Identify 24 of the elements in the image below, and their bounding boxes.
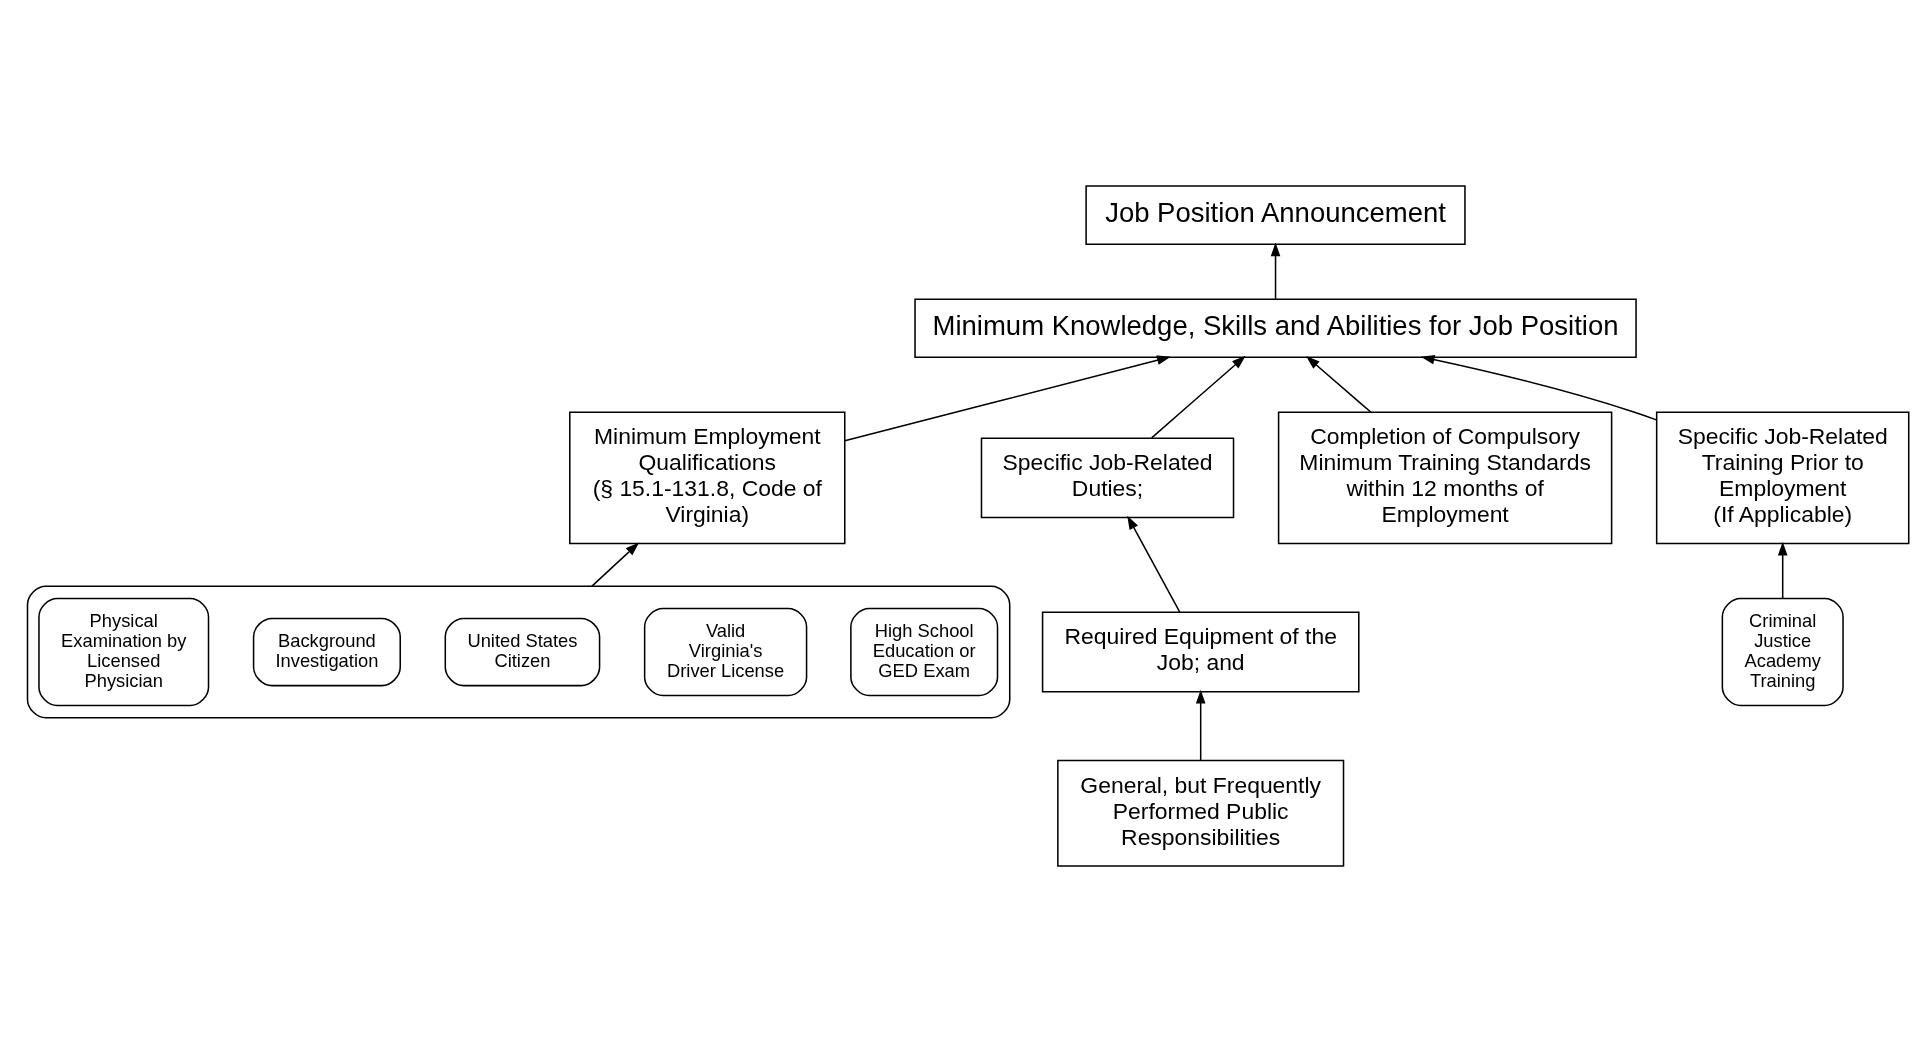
arrow — [1270, 242, 1281, 300]
cluster — [26, 585, 1011, 719]
node-box: Criminal Justice Academy Training — [1721, 597, 1844, 707]
node-box: Specific Job-Related Training Prior to Employment (If Applicable) — [1655, 411, 1910, 545]
arrow — [1150, 355, 1246, 439]
node-box: Valid Virginia's Driver License — [643, 607, 808, 697]
node-box: Specific Job-Related Duties; — [980, 437, 1235, 519]
arrow — [1777, 541, 1788, 599]
arrow — [590, 542, 640, 588]
node-box: High School Education or GED Exam — [850, 607, 999, 697]
arrow — [1306, 356, 1372, 413]
node-box: Physical Examination by Licensed Physician — [38, 597, 210, 707]
arrow — [1420, 354, 1658, 421]
arrow — [844, 355, 1171, 442]
arrow — [1127, 515, 1181, 613]
node-box: Required Equipment of the Job; and — [1041, 611, 1360, 693]
node-box: Completion of Compulsory Minimum Training Standards within 12 months of Employment — [1277, 411, 1613, 545]
node-box: Job Position Announcement — [1085, 185, 1466, 245]
node-box: United States Citizen — [444, 617, 601, 687]
node-box: Minimum Employment Qualifications (§ 15.1-131.8, Code of Virginia) — [569, 411, 846, 545]
node-box: Background Investigation — [252, 617, 401, 687]
arrow — [1195, 689, 1206, 762]
node-box: Minimum Knowledge, Skills and Abilities for Job Position — [914, 298, 1637, 358]
node-box: General, but Frequently Performed Public Responsibilities — [1057, 759, 1345, 867]
